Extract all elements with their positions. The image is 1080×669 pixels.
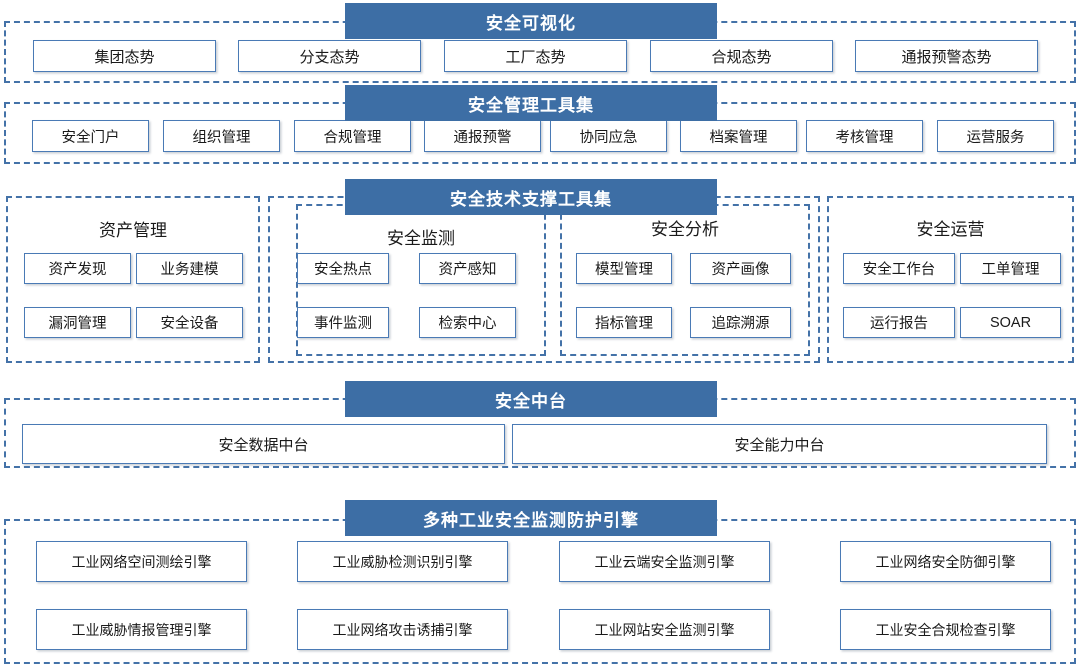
cell-asset-2[interactable]: 漏洞管理	[24, 307, 131, 338]
cell-visualization-4[interactable]: 通报预警态势	[855, 40, 1038, 72]
cell-management-0[interactable]: 安全门户	[32, 120, 149, 152]
cell-visualization-0[interactable]: 集团态势	[33, 40, 216, 72]
cell-management-5[interactable]: 档案管理	[680, 120, 797, 152]
group-title-security-operation: 安全运营	[916, 220, 985, 239]
region-asset-management	[6, 196, 260, 363]
cell-management-3[interactable]: 通报预警	[424, 120, 541, 152]
cell-monitoring-2[interactable]: 事件监测	[297, 307, 389, 338]
cell-management-4[interactable]: 协同应急	[550, 120, 667, 152]
cell-visualization-3[interactable]: 合规态势	[650, 40, 833, 72]
cell-asset-3[interactable]: 安全设备	[136, 307, 243, 338]
cell-engine-6[interactable]: 工业网站安全监测引擎	[559, 609, 770, 650]
cell-middle-platform-1[interactable]: 安全能力中台	[512, 424, 1047, 464]
cell-asset-1[interactable]: 业务建模	[136, 253, 243, 284]
cell-analysis-2[interactable]: 指标管理	[576, 307, 672, 338]
banner-management-tools: 安全管理工具集	[345, 85, 717, 121]
cell-middle-platform-0[interactable]: 安全数据中台	[22, 424, 505, 464]
cell-engine-5[interactable]: 工业网络攻击诱捕引擎	[297, 609, 508, 650]
cell-engine-1[interactable]: 工业威胁检测识别引擎	[297, 541, 508, 582]
banner-middle-platform: 安全中台	[345, 381, 717, 417]
cell-management-6[interactable]: 考核管理	[806, 120, 923, 152]
cell-operation-3[interactable]: SOAR	[960, 307, 1061, 338]
cell-visualization-1[interactable]: 分支态势	[238, 40, 421, 72]
cell-engine-7[interactable]: 工业安全合规检查引擎	[840, 609, 1051, 650]
region-security-operation	[827, 196, 1074, 363]
cell-engine-3[interactable]: 工业网络安全防御引擎	[840, 541, 1051, 582]
cell-analysis-0[interactable]: 模型管理	[576, 253, 672, 284]
cell-management-1[interactable]: 组织管理	[163, 120, 280, 152]
banner-engines: 多种工业安全监测防护引擎	[345, 500, 717, 536]
cell-management-2[interactable]: 合规管理	[294, 120, 411, 152]
cell-operation-2[interactable]: 运行报告	[843, 307, 955, 338]
group-title-security-monitoring: 安全监测	[387, 229, 455, 248]
cell-operation-0[interactable]: 安全工作台	[843, 253, 955, 284]
cell-analysis-1[interactable]: 资产画像	[690, 253, 791, 284]
cell-monitoring-0[interactable]: 安全热点	[297, 253, 389, 284]
cell-monitoring-1[interactable]: 资产感知	[419, 253, 516, 284]
cell-management-7[interactable]: 运营服务	[937, 120, 1054, 152]
group-title-asset-management: 资产管理	[99, 221, 167, 240]
cell-asset-0[interactable]: 资产发现	[24, 253, 131, 284]
cell-analysis-3[interactable]: 追踪溯源	[690, 307, 791, 338]
cell-engine-2[interactable]: 工业云端安全监测引擎	[559, 541, 770, 582]
cell-monitoring-3[interactable]: 检索中心	[419, 307, 516, 338]
banner-visualization: 安全可视化	[345, 3, 717, 39]
cell-visualization-2[interactable]: 工厂态势	[444, 40, 627, 72]
cell-engine-4[interactable]: 工业威胁情报管理引擎	[36, 609, 247, 650]
cell-engine-0[interactable]: 工业网络空间测绘引擎	[36, 541, 247, 582]
banner-technical-tools: 安全技术支撑工具集	[345, 179, 717, 215]
group-title-security-analysis: 安全分析	[651, 220, 719, 239]
cell-operation-1[interactable]: 工单管理	[960, 253, 1061, 284]
